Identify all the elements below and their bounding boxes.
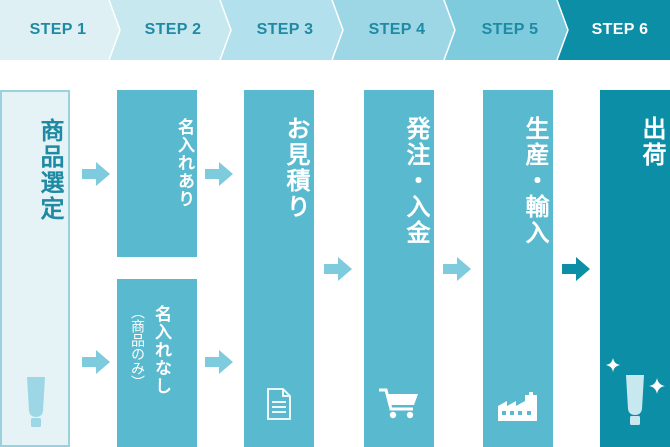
cart-icon bbox=[379, 388, 418, 419]
arrow-right-icon bbox=[205, 350, 233, 374]
step-3-segment bbox=[220, 0, 343, 60]
order-payment-box: 発注・入金 bbox=[364, 90, 434, 447]
product-selection-label: 商品選定 bbox=[36, 118, 64, 222]
tube-icon bbox=[626, 375, 644, 425]
factory-icon bbox=[498, 392, 537, 421]
arrow-right-icon bbox=[562, 257, 590, 281]
arrow-right-icon bbox=[82, 162, 110, 186]
order-payment-label: 発注・入金 bbox=[402, 116, 430, 246]
arrow-right-icon bbox=[82, 350, 110, 374]
document-icon bbox=[267, 388, 291, 420]
sparkle-icon bbox=[606, 358, 620, 372]
shipping-label: 出荷 bbox=[638, 116, 666, 168]
tube-icon bbox=[27, 377, 45, 427]
arrow-right-icon bbox=[443, 257, 471, 281]
step-6-segment bbox=[557, 0, 670, 60]
step-5-label: STEP 5 bbox=[481, 21, 539, 38]
production-import-label: 生産・輸入 bbox=[521, 116, 549, 246]
step-5-segment bbox=[444, 0, 568, 60]
without-name-note: （商品のみ） bbox=[129, 305, 145, 389]
step-2-segment bbox=[109, 0, 231, 60]
sparkle-icon bbox=[649, 378, 665, 394]
arrow-right-icon bbox=[324, 257, 352, 281]
shipping-box: 出荷 bbox=[600, 90, 670, 447]
without-name-label: 名入れなし bbox=[151, 305, 171, 395]
step-4-label: STEP 4 bbox=[368, 21, 426, 38]
step-1-label: STEP 1 bbox=[29, 21, 87, 38]
step-bar bbox=[0, 0, 670, 60]
estimate-label: お見積り bbox=[282, 116, 310, 220]
product-selection-box: 商品選定 bbox=[0, 90, 70, 447]
step-2-label: STEP 2 bbox=[144, 21, 202, 38]
with-name-box: 名入れあり bbox=[117, 90, 197, 257]
with-name-label: 名入れあり bbox=[174, 118, 194, 208]
step-4-segment bbox=[332, 0, 455, 60]
step-1-segment bbox=[0, 0, 120, 60]
step-3-label: STEP 3 bbox=[256, 21, 314, 38]
estimate-box: お見積り bbox=[244, 90, 314, 447]
production-import-box: 生産・輸入 bbox=[483, 90, 553, 447]
without-name-box: 名入れなし （商品のみ） bbox=[117, 279, 197, 447]
step-6-label: STEP 6 bbox=[591, 21, 649, 38]
arrow-right-icon bbox=[205, 162, 233, 186]
